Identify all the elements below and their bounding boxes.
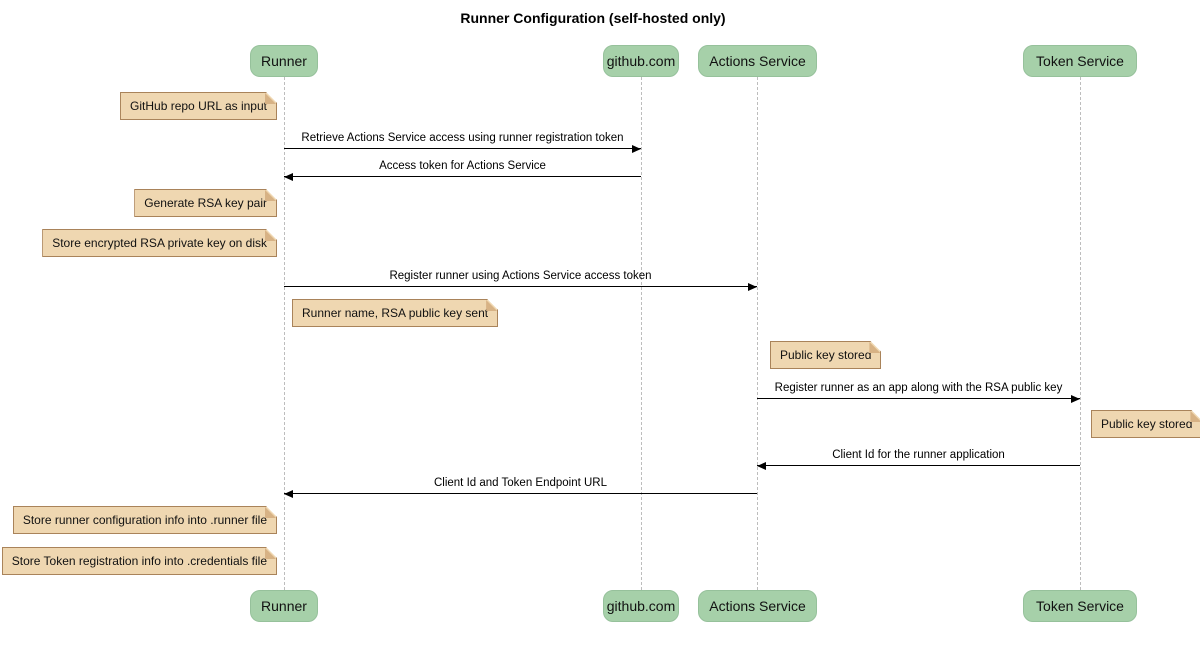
- message-label: Client Id for the runner application: [832, 449, 1005, 461]
- arrowhead-left-icon: [284, 490, 293, 498]
- arrowhead-right-icon: [632, 145, 641, 153]
- participant-actions-service-bottom: Actions Service: [698, 590, 817, 622]
- message-client-id-returned: Client Id for the runner application: [757, 448, 1080, 470]
- note-public-key-stored-actions: Public key stored: [770, 341, 881, 369]
- lifeline-token-service: [1080, 77, 1081, 590]
- arrowhead-right-icon: [748, 283, 757, 291]
- note-store-token-registration: Store Token registration info into .cred…: [2, 547, 277, 575]
- message-retrieve-actions-access: Retrieve Actions Service access using ru…: [284, 131, 641, 153]
- note-runner-name-public-key: Runner name, RSA public key sent: [292, 299, 498, 327]
- diagram-title: Runner Configuration (self-hosted only): [460, 10, 726, 26]
- lifeline-runner: [284, 77, 285, 590]
- message-register-runner: Register runner using Actions Service ac…: [284, 269, 757, 291]
- message-line: [757, 395, 1080, 403]
- note-github-repo-url-input: GitHub repo URL as input: [120, 92, 277, 120]
- message-label: Register runner using Actions Service ac…: [389, 270, 652, 282]
- message-client-id-endpoint-url: Client Id and Token Endpoint URL: [284, 476, 757, 498]
- arrowhead-left-icon: [284, 173, 293, 181]
- arrowhead-left-icon: [757, 462, 766, 470]
- message-label: Client Id and Token Endpoint URL: [433, 477, 608, 489]
- message-line: [284, 283, 757, 291]
- message-access-token-returned: Access token for Actions Service: [284, 159, 641, 181]
- note-generate-rsa-key-pair: Generate RSA key pair: [134, 189, 277, 217]
- participant-runner-top: Runner: [250, 45, 318, 77]
- message-line: [757, 462, 1080, 470]
- participant-token-service-top: Token Service: [1023, 45, 1137, 77]
- participant-token-service-bottom: Token Service: [1023, 590, 1137, 622]
- lifeline-github-com: [641, 77, 642, 590]
- message-line: [284, 145, 641, 153]
- message-register-runner-as-app: Register runner as an app along with the…: [757, 381, 1080, 403]
- note-store-encrypted-rsa-key: Store encrypted RSA private key on disk: [42, 229, 277, 257]
- message-label: Register runner as an app along with the…: [774, 382, 1063, 394]
- participant-github-com-bottom: github.com: [603, 590, 679, 622]
- participant-github-com-top: github.com: [603, 45, 679, 77]
- message-label: Retrieve Actions Service access using ru…: [301, 132, 624, 144]
- message-label: Access token for Actions Service: [379, 160, 546, 172]
- lifeline-actions-service: [757, 77, 758, 590]
- message-line: [284, 490, 757, 498]
- participant-runner-bottom: Runner: [250, 590, 318, 622]
- note-store-runner-config: Store runner configuration info into .ru…: [13, 506, 277, 534]
- note-public-key-stored-token: Public key stored: [1091, 410, 1200, 438]
- arrowhead-right-icon: [1071, 395, 1080, 403]
- participant-actions-service-top: Actions Service: [698, 45, 817, 77]
- message-line: [284, 173, 641, 181]
